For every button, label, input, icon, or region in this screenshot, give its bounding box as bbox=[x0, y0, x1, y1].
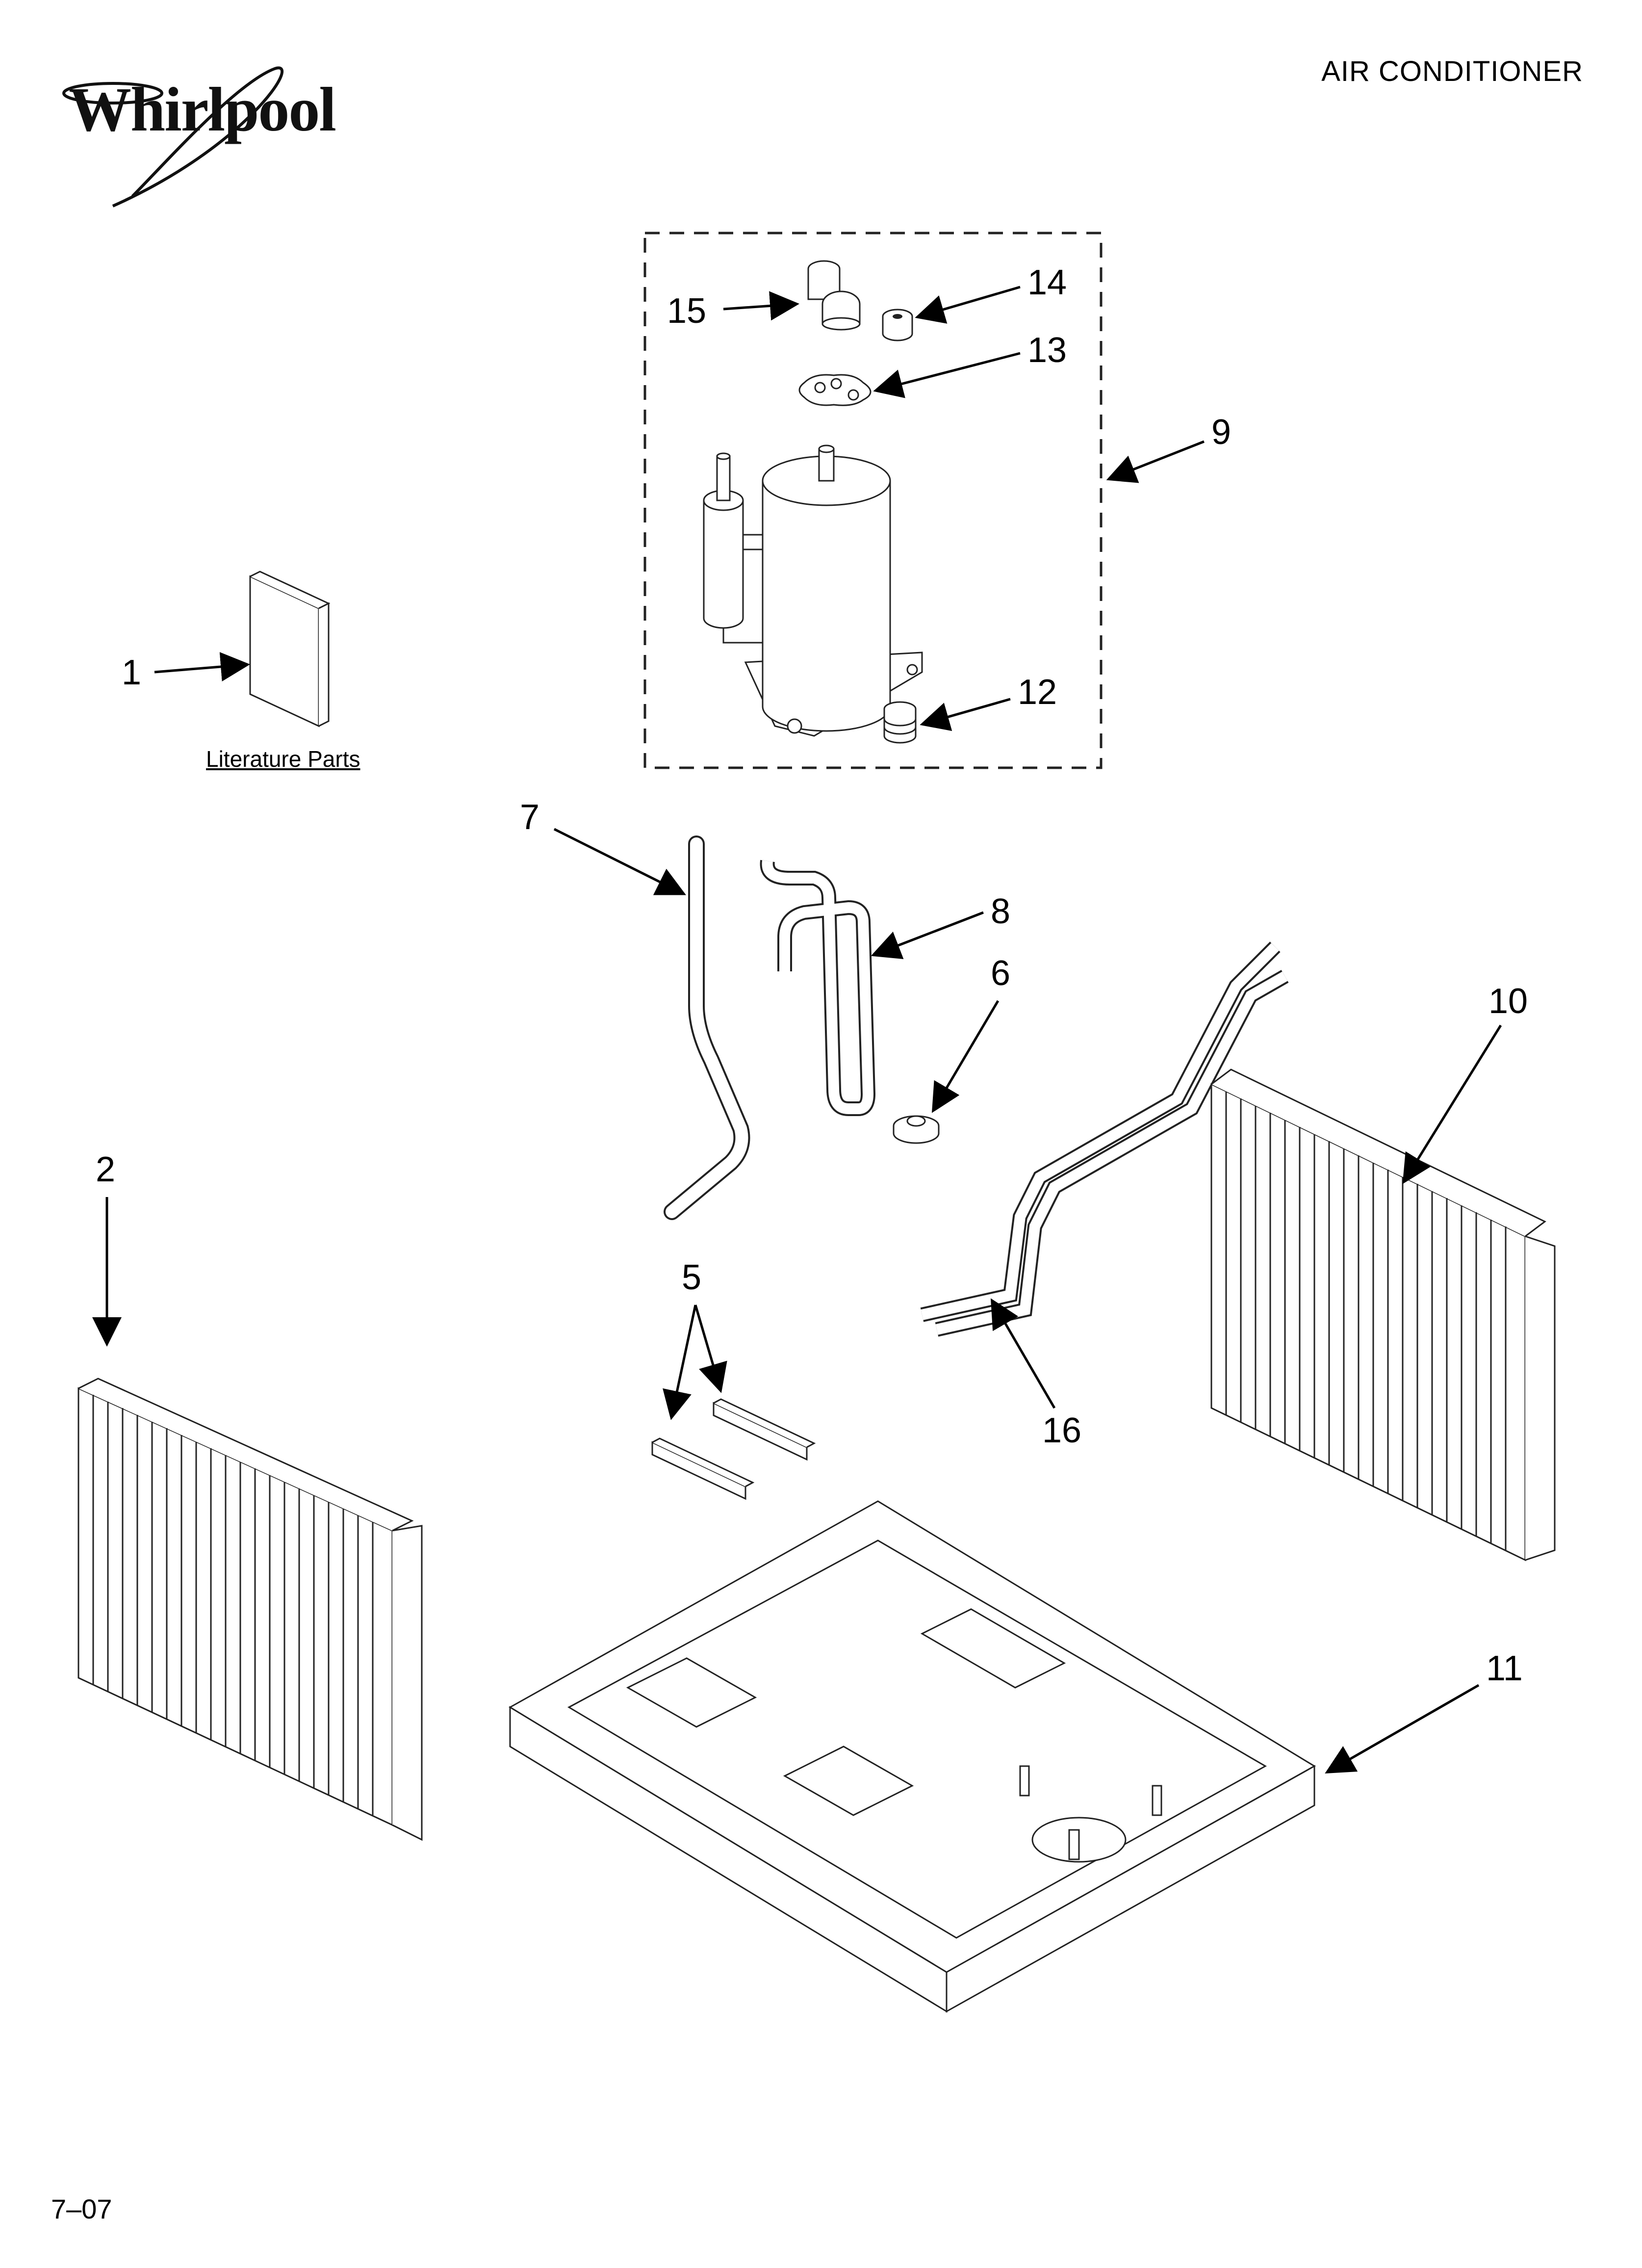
svg-text:7: 7 bbox=[520, 798, 539, 837]
evaporator-coil-part bbox=[1210, 1069, 1556, 1562]
callout-1: 1 bbox=[122, 652, 250, 692]
callout-14: 14 bbox=[915, 263, 1067, 324]
svg-text:13: 13 bbox=[1027, 331, 1067, 370]
compressor-assembly-box bbox=[643, 232, 1103, 769]
callout-8: 8 bbox=[871, 892, 1010, 959]
svg-text:6: 6 bbox=[991, 954, 1010, 993]
suction-tube-part bbox=[760, 860, 876, 1116]
svg-text:15: 15 bbox=[667, 291, 706, 331]
callout-6: 6 bbox=[931, 954, 1010, 1113]
callout-13: 13 bbox=[873, 331, 1067, 398]
bracket-part-b bbox=[713, 1398, 816, 1461]
callout-11: 11 bbox=[1325, 1649, 1523, 1773]
base-pan-part bbox=[509, 1500, 1316, 2013]
overload-protector-part bbox=[807, 260, 861, 331]
svg-text:9: 9 bbox=[1211, 413, 1231, 452]
svg-text:8: 8 bbox=[991, 892, 1010, 931]
svg-text:14: 14 bbox=[1027, 263, 1067, 302]
bracket-part-a bbox=[651, 1437, 755, 1500]
interconnect-tube-part bbox=[920, 941, 1289, 1337]
terminal-cover-part bbox=[882, 309, 913, 341]
callout-15: 15 bbox=[667, 291, 799, 331]
brand-logo: Whirlpool bbox=[69, 75, 336, 144]
literature-parts-label: Literature Parts bbox=[206, 746, 360, 772]
callout-16: 16 bbox=[990, 1298, 1081, 1450]
svg-text:2: 2 bbox=[96, 1150, 115, 1189]
callout-7: 7 bbox=[520, 798, 686, 895]
compressor-mount-part bbox=[883, 701, 917, 744]
svg-text:1: 1 bbox=[122, 653, 141, 692]
svg-text:11: 11 bbox=[1486, 1649, 1523, 1688]
svg-text:12: 12 bbox=[1018, 673, 1057, 712]
callout-9: 9 bbox=[1106, 413, 1231, 483]
literature-booklet bbox=[249, 571, 331, 728]
footer-code: 7–07 bbox=[51, 2193, 112, 2224]
callout-10: 10 bbox=[1402, 982, 1528, 1184]
logo-swoosh bbox=[62, 66, 284, 208]
discharge-tube-part bbox=[664, 835, 750, 1220]
callout-5: 5 bbox=[663, 1258, 727, 1420]
compressor-part bbox=[703, 444, 923, 737]
callout-2: 2 bbox=[92, 1150, 122, 1347]
gasket-part bbox=[798, 374, 872, 406]
page-title: AIR CONDITIONER bbox=[1321, 55, 1583, 87]
callout-12: 12 bbox=[920, 673, 1057, 731]
svg-text:16: 16 bbox=[1042, 1411, 1081, 1450]
svg-text:5: 5 bbox=[682, 1258, 701, 1297]
condenser-coil-part bbox=[77, 1378, 423, 1841]
svg-text:10: 10 bbox=[1488, 982, 1528, 1021]
grommet-part bbox=[893, 1115, 940, 1144]
